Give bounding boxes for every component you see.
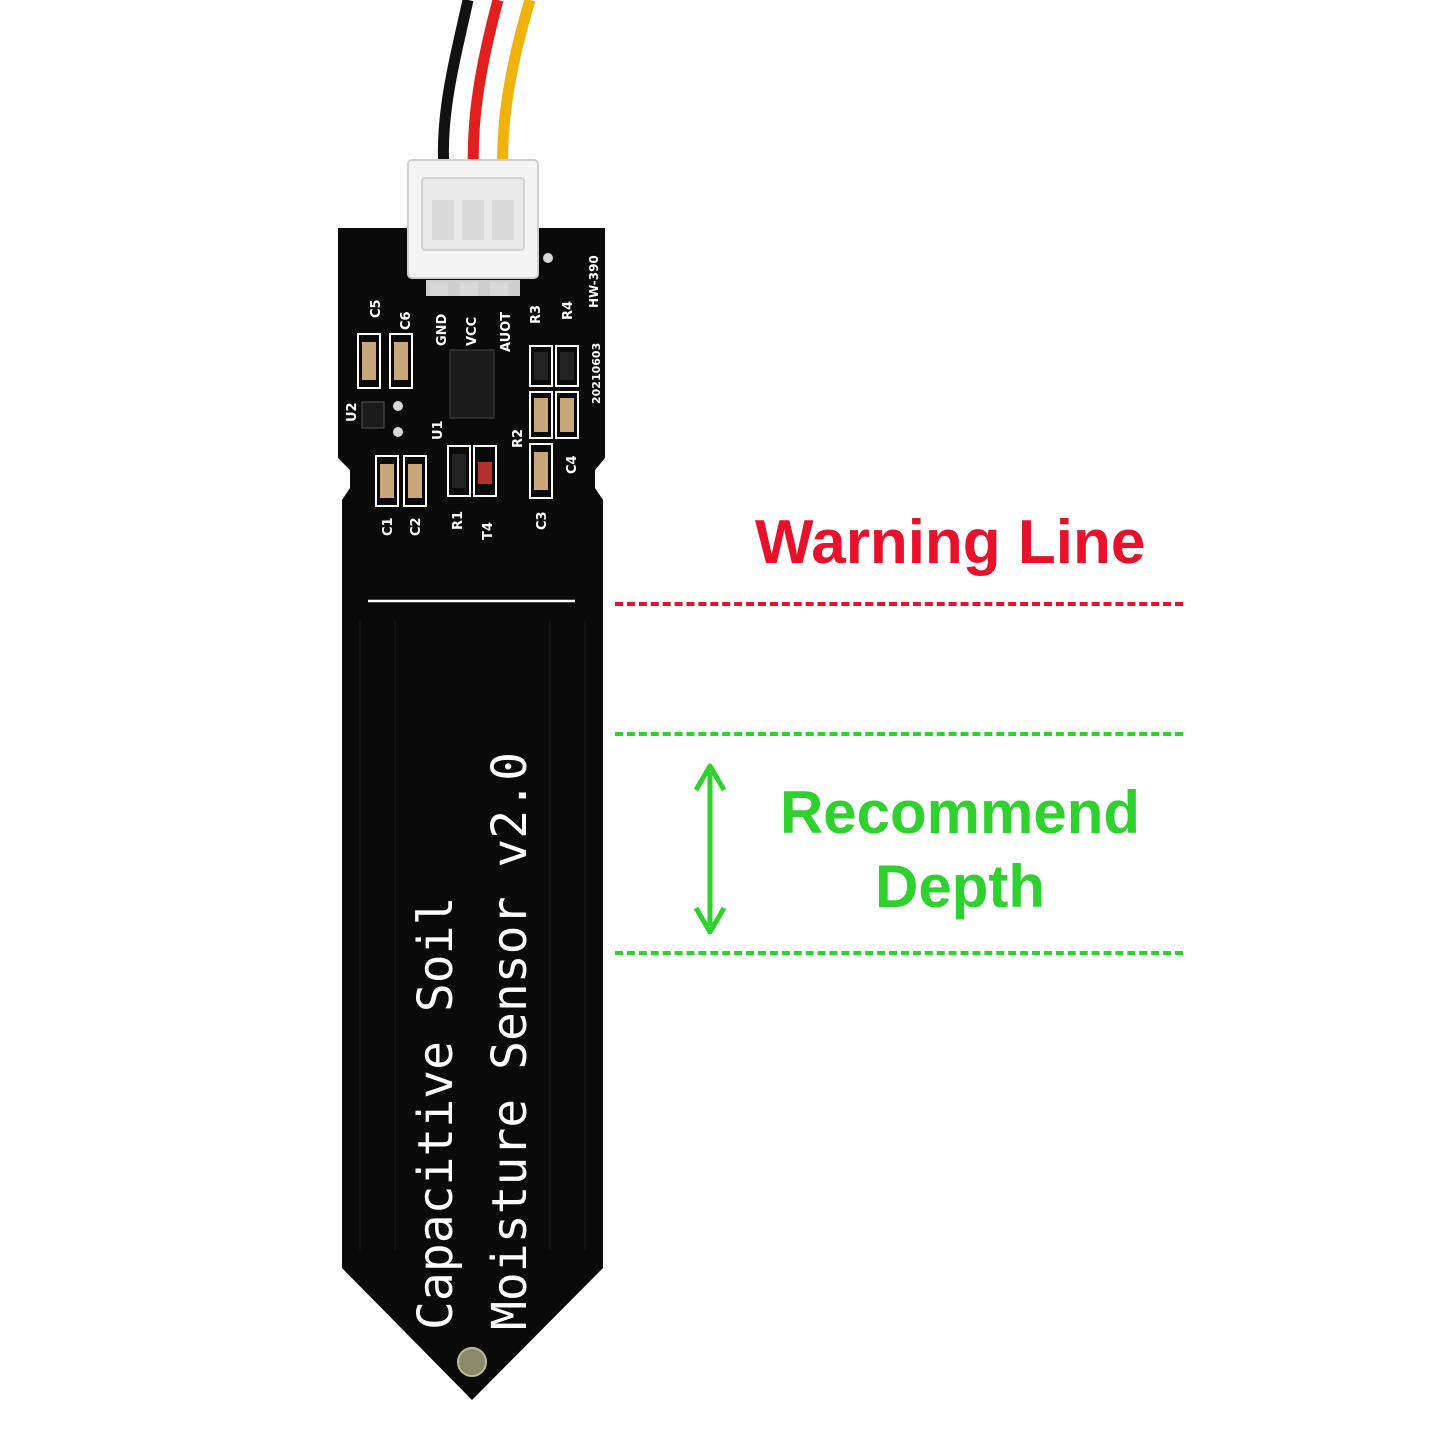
- warning-line-label: Warning Line: [755, 508, 1146, 577]
- svg-text:C6: C6: [399, 311, 414, 330]
- depth-arrow-icon: [693, 763, 727, 935]
- svg-text:U2: U2: [345, 402, 360, 422]
- svg-text:C3: C3: [535, 511, 550, 530]
- svg-text:R3: R3: [529, 305, 544, 324]
- sensor-title-line2: Moisture Sensor v2.0: [482, 752, 538, 1330]
- svg-text:C5: C5: [369, 299, 384, 318]
- ic-u1: [449, 349, 495, 419]
- recommend-depth-bottom-line: [615, 951, 1183, 955]
- svg-text:R2: R2: [511, 429, 526, 448]
- svg-text:U1: U1: [431, 420, 446, 440]
- recommend-depth-label-line1: Recommend: [779, 779, 1141, 846]
- svg-text:R1: R1: [451, 511, 466, 530]
- svg-text:T4: T4: [481, 522, 496, 540]
- pin-label-aout: AUOT: [499, 312, 514, 352]
- smd-parts: [362, 342, 574, 498]
- pin-label-gnd: GND: [435, 313, 450, 346]
- sensor-title-line1: Capacitive Soil: [408, 897, 464, 1330]
- smd-outlines: [357, 333, 579, 507]
- svg-text:R4: R4: [561, 301, 576, 320]
- sensor-wires: [437, 0, 536, 181]
- model-label: HW-390: [587, 255, 601, 308]
- pcb-board: [338, 228, 605, 1400]
- component-labels: C5 C6 U2 U1 R3 R4 R2 C4 C1 C2 R1 T4 C3: [345, 299, 580, 540]
- ic-u2: [361, 401, 385, 429]
- svg-text:C1: C1: [381, 517, 396, 536]
- jst-connector: [407, 159, 539, 296]
- pin-label-vcc: VCC: [465, 317, 480, 346]
- recommend-depth-label-line2: Depth: [875, 853, 1045, 920]
- svg-text:C2: C2: [409, 517, 424, 536]
- recommend-depth-top-line: [615, 732, 1183, 736]
- solder-pads: [393, 253, 553, 437]
- pin-labels: GND VCC AUOT: [435, 312, 514, 352]
- date-code-label: 20210603: [590, 343, 603, 404]
- tip-pad: [457, 1347, 487, 1377]
- recommend-depth-label: Recommend Depth: [760, 776, 1160, 924]
- warning-line: [615, 602, 1183, 606]
- svg-text:C4: C4: [565, 455, 580, 474]
